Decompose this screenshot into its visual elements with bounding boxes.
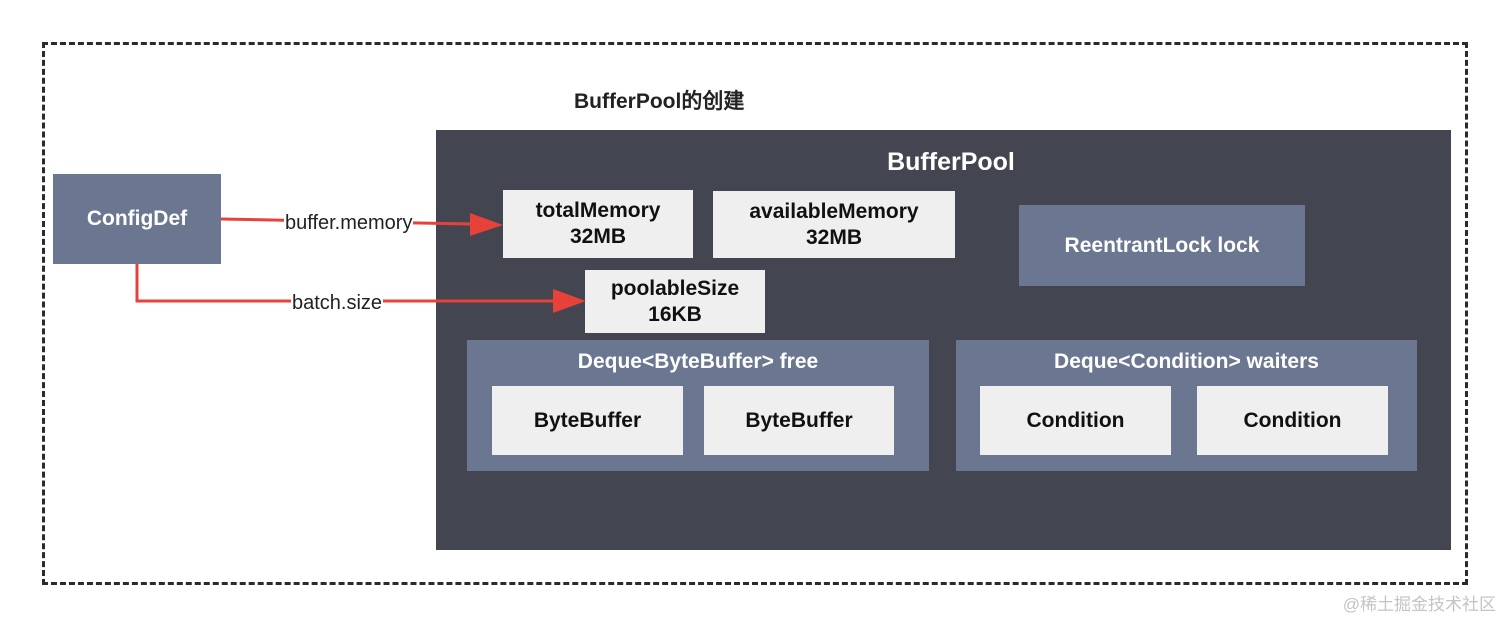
waiters-deque-label: Deque<Condition> waiters bbox=[1054, 350, 1319, 373]
diagram-title: BufferPool的创建 bbox=[574, 90, 745, 113]
edge-label-buffer-memory: buffer.memory bbox=[284, 212, 414, 235]
edge-label-batch-size: batch.size bbox=[291, 292, 384, 315]
available-memory-name: availableMemory bbox=[749, 199, 919, 223]
reentrant-lock-label: ReentrantLock lock bbox=[1064, 233, 1260, 257]
waiters-deque-group: Deque<Condition> waiters Condition Condi… bbox=[956, 340, 1417, 471]
available-memory-value: 32MB bbox=[805, 225, 863, 249]
buffer-pool-container: BufferPool totalMemory 32MB availableMem… bbox=[436, 130, 1451, 550]
outer-dashed-frame bbox=[42, 42, 1468, 585]
available-memory-box: availableMemory 32MB bbox=[713, 191, 955, 258]
byte-buffer-item: ByteBuffer bbox=[704, 386, 894, 455]
byte-buffer-item: ByteBuffer bbox=[492, 386, 683, 455]
poolable-size-name: poolableSize bbox=[610, 276, 740, 300]
condition-item: Condition bbox=[1197, 386, 1388, 455]
condition-item: Condition bbox=[980, 386, 1171, 455]
watermark: @稀土掘金技术社区 bbox=[1342, 595, 1496, 614]
arrow-batch-size bbox=[135, 264, 586, 313]
free-deque-label: Deque<ByteBuffer> free bbox=[577, 350, 819, 373]
poolable-size-value: 16KB bbox=[648, 302, 702, 326]
free-deque-group: Deque<ByteBuffer> free ByteBuffer ByteBu… bbox=[467, 340, 929, 471]
reentrant-lock-box: ReentrantLock lock bbox=[1019, 205, 1305, 286]
buffer-pool-title: BufferPool bbox=[887, 148, 1015, 176]
total-memory-value: 32MB bbox=[569, 225, 627, 248]
total-memory-name: totalMemory bbox=[535, 199, 661, 222]
config-def-label: ConfigDef bbox=[86, 207, 188, 230]
total-memory-box: totalMemory 32MB bbox=[503, 190, 693, 258]
config-def-box: ConfigDef bbox=[53, 174, 221, 264]
poolable-size-box: poolableSize 16KB bbox=[585, 270, 765, 333]
